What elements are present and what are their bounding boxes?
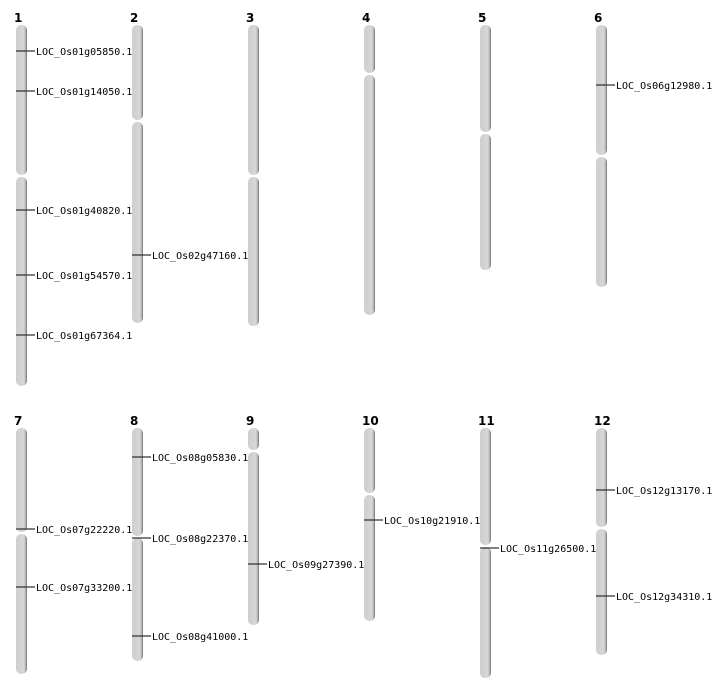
gene-label: LOC_Os01g05850.1: [36, 47, 132, 58]
chromosome-number: 6: [594, 11, 602, 25]
chromosome-number: 4: [362, 11, 370, 25]
gene-label: LOC_Os12g34310.1: [616, 592, 712, 603]
chromosome-arm-q: [248, 452, 259, 625]
gene-label: LOC_Os08g22370.1: [152, 534, 248, 545]
chromosome-arm-p: [16, 25, 27, 175]
chromosome-arm-p: [16, 428, 27, 532]
chromosome-arm-q: [132, 122, 143, 323]
chromosome-arm-q: [596, 157, 607, 287]
chromosome-arm-q: [16, 534, 27, 674]
chromosome-arm-q: [248, 177, 259, 326]
chromosome-number: 9: [246, 414, 254, 428]
gene-label: LOC_Os02g47160.1: [152, 251, 248, 262]
gene-label: LOC_Os07g22220.1: [36, 525, 132, 536]
gene-label: LOC_Os01g14050.1: [36, 87, 132, 98]
chromosome-arm-p: [480, 428, 491, 545]
chromosome-number: 1: [14, 11, 22, 25]
chromosome-arm-p: [248, 428, 259, 450]
gene-label: LOC_Os07g33200.1: [36, 583, 132, 594]
chromosome-4: 4: [362, 11, 375, 315]
chromosome-number: 5: [478, 11, 486, 25]
gene-label: LOC_Os12g13170.1: [616, 486, 712, 497]
chromosome-arm-q: [480, 547, 491, 678]
chromosome-arm-p: [132, 25, 143, 120]
chromosome-arm-p: [132, 428, 143, 536]
gene-label: LOC_Os10g21910.1: [384, 516, 480, 527]
chromosome-arm-p: [596, 428, 607, 527]
chromosome-3: 3: [246, 11, 259, 326]
gene-label: LOC_Os11g26500.1: [500, 544, 596, 555]
gene-label: LOC_Os09g27390.1: [268, 560, 364, 571]
chromosome-arm-p: [248, 25, 259, 175]
gene-label: LOC_Os08g05830.1: [152, 453, 248, 464]
chromosome-1: 1LOC_Os01g05850.1LOC_Os01g14050.1LOC_Os0…: [14, 11, 132, 386]
gene-label: LOC_Os06g12980.1: [616, 81, 712, 92]
chromosome-number: 7: [14, 414, 22, 428]
chromosome-arm-p: [596, 25, 607, 155]
gene-label: LOC_Os01g54570.1: [36, 271, 132, 282]
chromosome-arm-q: [364, 75, 375, 315]
chromosome-arm-q: [364, 495, 375, 621]
gene-label: LOC_Os08g41000.1: [152, 632, 248, 643]
gene-label: LOC_Os01g40820.1: [36, 206, 132, 217]
chromosome-arm-q: [132, 538, 143, 661]
gene-label: LOC_Os01g67364.1: [36, 331, 132, 342]
chromosome-arm-p: [364, 428, 375, 493]
chromosome-number: 8: [130, 414, 138, 428]
chromosome-8: 8LOC_Os08g05830.1LOC_Os08g22370.1LOC_Os0…: [130, 414, 248, 661]
chromosome-number: 2: [130, 11, 138, 25]
chromosome-number: 12: [594, 414, 611, 428]
chromosome-number: 3: [246, 11, 254, 25]
chromosome-5: 5: [478, 11, 491, 270]
chromosome-number: 11: [478, 414, 495, 428]
chromosome-arm-q: [480, 134, 491, 270]
chromosome-number: 10: [362, 414, 379, 428]
chromosome-arm-p: [364, 25, 375, 73]
chromosome-arm-q: [596, 529, 607, 655]
chromosome-arm-q: [16, 177, 27, 386]
chromosome-arm-p: [480, 25, 491, 132]
